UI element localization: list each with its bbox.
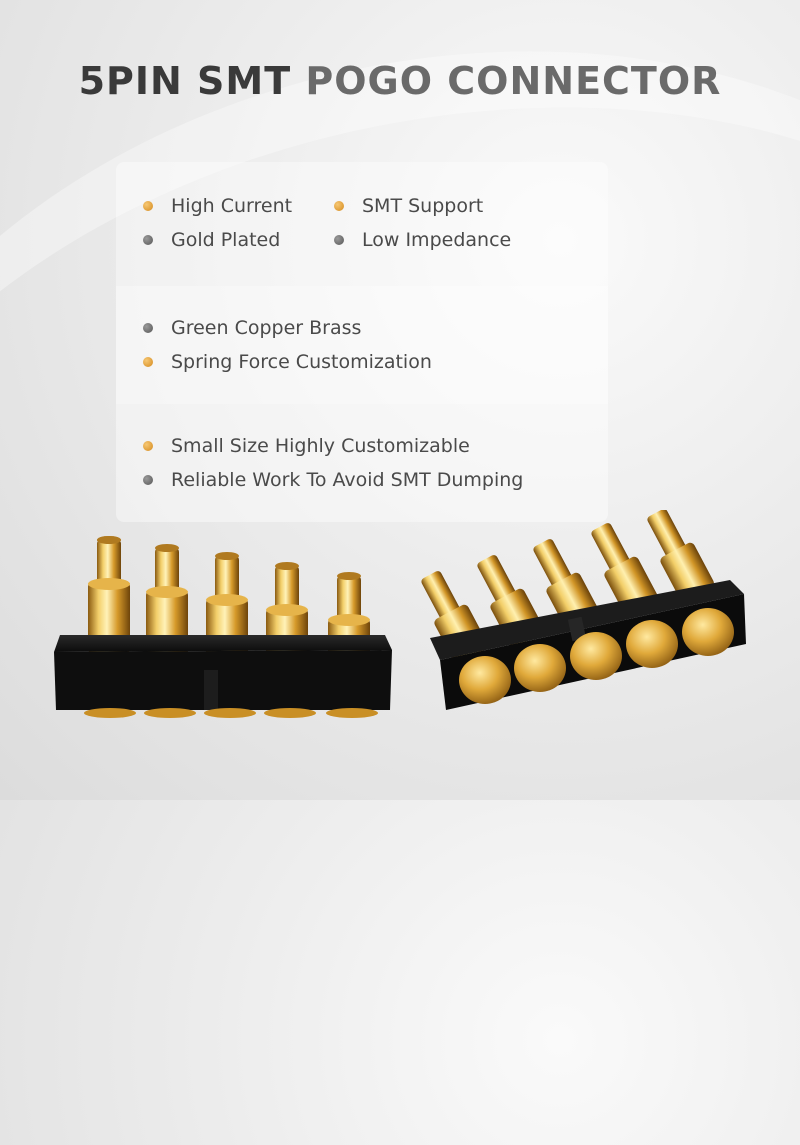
page-title: 5PIN SMT POGO CONNECTOR [0, 58, 800, 104]
feature-label: Reliable Work To Avoid SMT Dumping [171, 469, 524, 491]
connector-front-view-image [54, 536, 392, 718]
feature-panel-3 [116, 404, 608, 522]
bullet-gray-icon [143, 475, 153, 485]
feature-panel-2 [116, 286, 608, 404]
bullet-gray-icon [143, 323, 153, 333]
title-part-dark: 5PIN SMT [78, 59, 292, 103]
feature-low-impedance: Low Impedance [334, 228, 511, 252]
feature-green-copper-brass: Green Copper Brass [143, 316, 361, 340]
feature-panel-1 [116, 162, 608, 286]
feature-reliable-work: Reliable Work To Avoid SMT Dumping [143, 468, 523, 492]
feature-smt-support: SMT Support [334, 194, 483, 218]
feature-label: Low Impedance [362, 229, 512, 251]
feature-label: SMT Support [362, 195, 484, 217]
bullet-gray-icon [334, 235, 344, 245]
feature-high-current: High Current [143, 194, 292, 218]
feature-label: Spring Force Customization [171, 351, 432, 373]
bullet-gold-icon [143, 201, 153, 211]
feature-small-size: Small Size Highly Customizable [143, 434, 470, 458]
feature-gold-plated: Gold Plated [143, 228, 280, 252]
feature-label: High Current [171, 195, 293, 217]
feature-label: Gold Plated [171, 229, 281, 251]
connector-angled-view-image [421, 510, 746, 710]
bullet-gold-icon [143, 441, 153, 451]
feature-label: Small Size Highly Customizable [171, 435, 470, 457]
feature-label: Green Copper Brass [171, 317, 362, 339]
bullet-gold-icon [143, 357, 153, 367]
feature-spring-force: Spring Force Customization [143, 350, 432, 374]
title-part-light: POGO CONNECTOR [305, 59, 722, 103]
bullet-gray-icon [143, 235, 153, 245]
bullet-gold-icon [334, 201, 344, 211]
